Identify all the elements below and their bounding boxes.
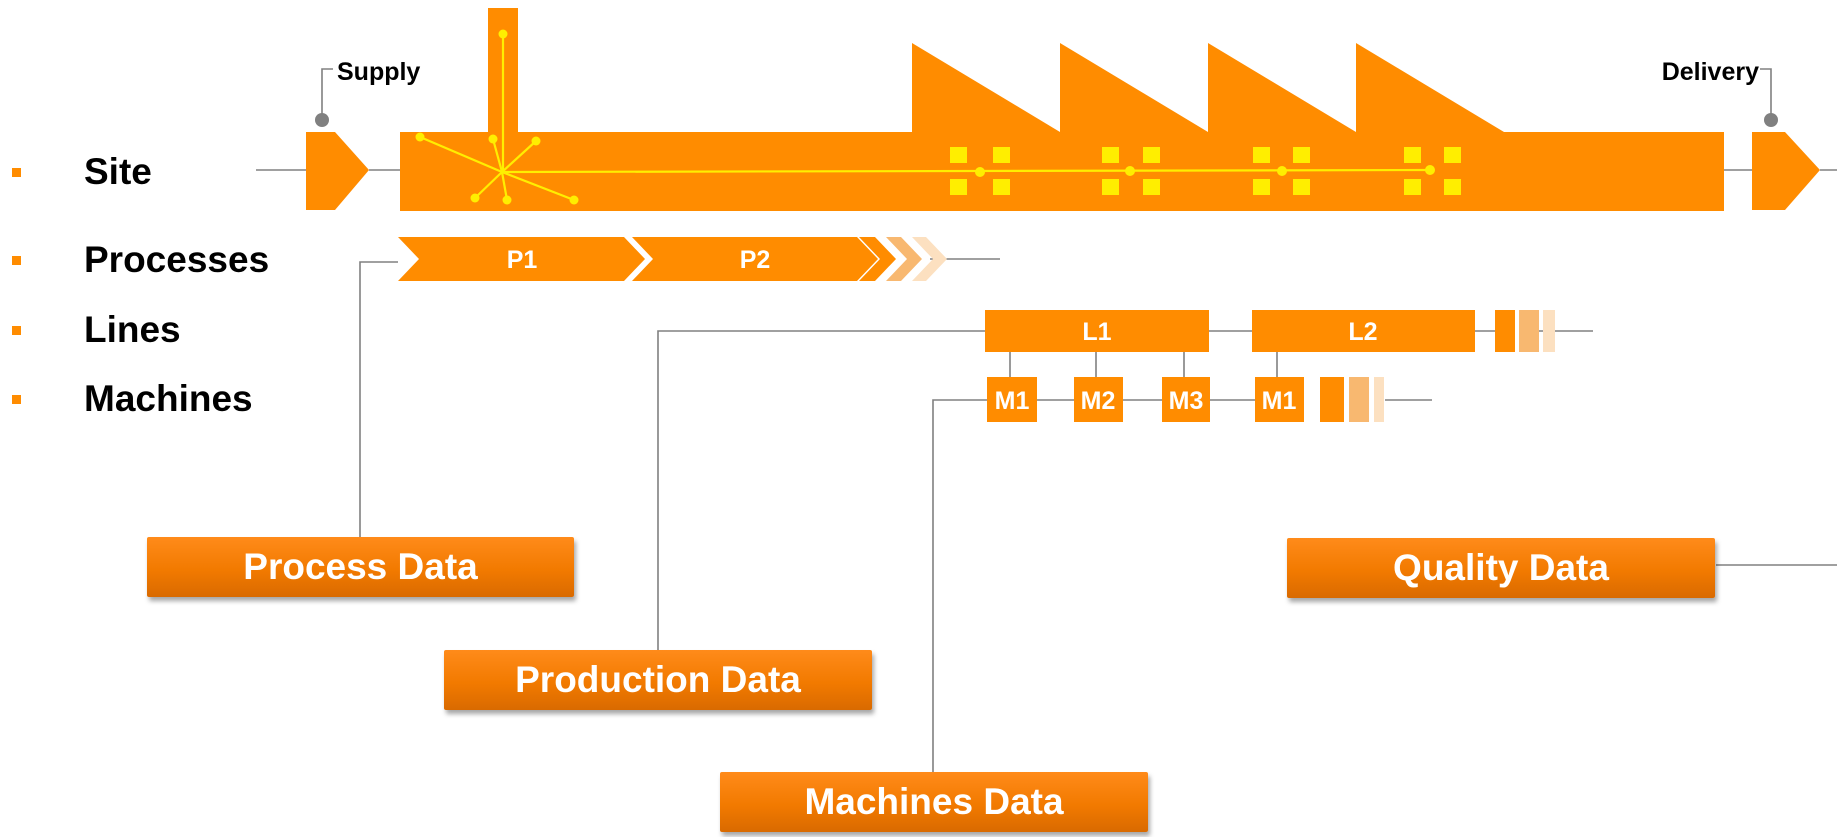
process-chevron-p1	[398, 237, 645, 281]
square-bullet-icon	[12, 255, 21, 265]
legend-item-site: Site	[12, 151, 152, 192]
legend-label: Site	[84, 151, 152, 192]
supply-pin-icon	[315, 113, 329, 127]
line-more-box	[1519, 310, 1539, 352]
machines-data-button[interactable]: Machines Data	[720, 772, 1148, 832]
machine-more-box	[1374, 377, 1384, 422]
machine-label: M1	[995, 387, 1030, 415]
machine-cell-squares	[950, 147, 1461, 195]
delivery-label: Delivery	[1662, 58, 1759, 86]
process-chevrons	[398, 237, 947, 281]
process-data-button[interactable]: Process Data	[147, 537, 574, 597]
square-bullet-icon	[12, 325, 21, 335]
process-more-chevron	[912, 237, 947, 281]
supply-shape	[306, 132, 369, 210]
line-boxes	[985, 310, 1555, 352]
square-bullet-icon	[12, 167, 21, 177]
line-box-l2	[1252, 310, 1475, 352]
delivery-pin-icon	[1764, 113, 1778, 127]
process-label-p2: P2	[740, 246, 771, 274]
network-lines	[419, 34, 1431, 202]
machine-label: M1	[1262, 387, 1297, 415]
network-nodes	[415, 29, 1435, 205]
process-chevron-p2	[632, 237, 878, 281]
legend-item-processes: Processes	[12, 239, 270, 280]
production-data-button[interactable]: Production Data	[444, 650, 872, 710]
machine-boxes	[987, 377, 1384, 422]
machine-more-box	[1320, 377, 1344, 422]
machine-label: M2	[1081, 387, 1116, 415]
line-box-l1	[985, 310, 1209, 352]
machine-label: M3	[1169, 387, 1204, 415]
legend-label: Machines	[84, 378, 253, 419]
machine-more-box	[1349, 377, 1369, 422]
line-label-l1: L1	[1082, 318, 1111, 346]
supply-label: Supply	[337, 58, 420, 86]
line-more-box	[1543, 310, 1555, 352]
square-bullet-icon	[12, 394, 21, 404]
process-more-chevron	[886, 237, 922, 281]
factory-building	[400, 8, 1724, 211]
line-more-box	[1495, 310, 1515, 352]
line-label-l2: L2	[1348, 318, 1377, 346]
process-more-chevron	[859, 237, 896, 281]
machine-box	[1074, 377, 1123, 422]
quality-data-button[interactable]: Quality Data	[1287, 538, 1715, 598]
machine-box	[987, 377, 1037, 422]
delivery-shape	[1752, 132, 1820, 210]
process-label-p1: P1	[507, 246, 538, 274]
machine-box	[1162, 377, 1210, 422]
machine-box	[1255, 377, 1304, 422]
legend-label: Lines	[84, 309, 181, 350]
legend-item-machines: Machines	[12, 378, 253, 419]
legend-label: Processes	[84, 239, 270, 280]
legend-item-lines: Lines	[12, 309, 181, 350]
